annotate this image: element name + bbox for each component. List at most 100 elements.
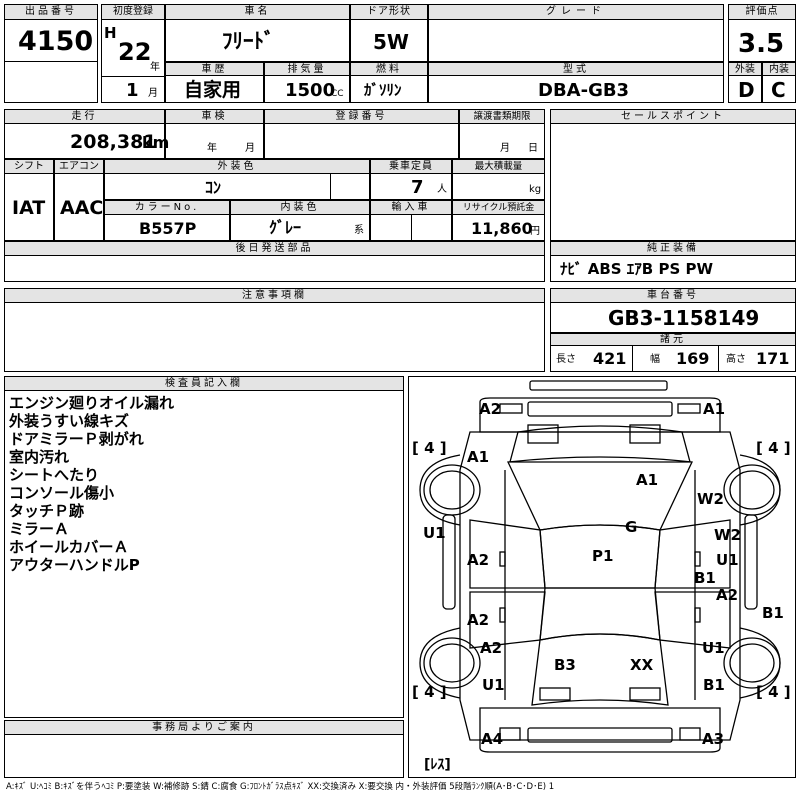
recycle-label: リサイクル預託金 xyxy=(452,200,545,215)
displacement-unit: CC xyxy=(331,89,344,99)
damage-mark: A2 xyxy=(716,586,739,604)
damage-mark: U1 xyxy=(716,551,739,569)
lot-number: 4150 xyxy=(18,26,94,57)
dimensions-label: 諸元 xyxy=(550,333,796,346)
damage-mark: B3 xyxy=(554,656,576,674)
reg-number-label: 登録番号 xyxy=(264,109,459,124)
exterior-grade: D xyxy=(738,78,755,102)
displacement-label: 排気量 xyxy=(264,62,350,76)
length-label: 長さ xyxy=(556,354,576,365)
damage-mark: A2 xyxy=(467,551,490,569)
damage-mark: A1 xyxy=(467,448,490,466)
recycle-unit: 円 xyxy=(530,226,540,237)
damage-mark: U1 xyxy=(482,676,505,694)
max-load-unit: kg xyxy=(529,184,542,195)
door-label: ドア形状 xyxy=(350,4,428,20)
tire-mark: [ 4 ] xyxy=(412,683,447,701)
mileage-label: 走行 xyxy=(4,109,165,124)
color-no-value: B557P xyxy=(139,219,197,238)
capacity-value: 7 xyxy=(411,177,424,198)
shift-value: IAT xyxy=(12,197,46,219)
car-diagram-box xyxy=(408,376,796,778)
import-divider xyxy=(411,215,412,241)
inspector-line: コンソール傷小 xyxy=(9,484,115,502)
inspector-label: 検査員記入欄 xyxy=(4,376,404,391)
aircon-value: AAC xyxy=(60,197,104,219)
inspector-line: ミラーＡ xyxy=(9,520,70,538)
inspection-label: 車検 xyxy=(165,109,264,124)
transfer-day-unit: 日 xyxy=(528,143,538,154)
inspection-month-unit: 月 xyxy=(245,143,255,154)
int-color-value: ｸﾞﾚｰ xyxy=(269,218,302,237)
int-color-label: 内装色 xyxy=(230,200,370,215)
capacity-label: 乗車定員 xyxy=(370,159,452,174)
damage-mark: U1 xyxy=(702,639,725,657)
damage-mark: A1 xyxy=(703,400,726,418)
height-value: 171 xyxy=(756,349,790,368)
damage-mark: A2 xyxy=(467,611,490,629)
damage-mark: XX xyxy=(630,656,654,674)
mileage-unit: km xyxy=(142,133,170,152)
score-label: 評価点 xyxy=(728,4,796,20)
width-label: 幅 xyxy=(650,354,660,365)
inspector-line: エンジン廻りオイル漏れ xyxy=(9,394,175,412)
lot-number-label: 出品番号 xyxy=(4,4,98,20)
damage-mark: W2 xyxy=(714,526,741,544)
ext-color-value: ｺﾝ xyxy=(205,178,222,197)
dim-divider-2 xyxy=(718,346,719,372)
legend: A:ｷｽﾞ U:ﾍｺﾐ B:ｷｽﾞを伴うﾍｺﾐ P:要塗装 W:補修跡 S:錆 … xyxy=(6,782,555,792)
damage-mark: A2 xyxy=(479,400,502,418)
transfer-month-unit: 月 xyxy=(500,143,510,154)
factory-equipment-value: ﾅﾋﾞ ABS ｴｱB PS PW xyxy=(560,260,714,278)
fuel-value: ｶﾞｿﾘﾝ xyxy=(364,81,402,99)
office-label: 事務局よりご案内 xyxy=(4,720,404,735)
mileage-value: 208,381 xyxy=(70,131,157,153)
fuel-label: 燃料 xyxy=(350,62,428,76)
inspector-line: 外装うすい線キズ xyxy=(9,412,130,430)
sales-points-label: セールスポイント xyxy=(550,109,796,124)
dim-divider-1 xyxy=(632,346,633,372)
exterior-grade-label: 外装 xyxy=(728,62,762,76)
registration-year-unit: 年 xyxy=(150,62,160,73)
displacement-value: 1500 xyxy=(285,80,336,101)
grade-label: グレード xyxy=(428,4,724,20)
registration-month: 1 xyxy=(126,80,139,101)
damage-mark: B1 xyxy=(762,604,784,622)
door-type: 5W xyxy=(373,30,409,54)
registration-year: 22 xyxy=(118,38,152,66)
car-name-label: 車名 xyxy=(165,4,350,20)
shift-label: シフト xyxy=(4,159,54,174)
inspector-line: タッチＰ跡 xyxy=(9,502,85,520)
chassis-label: 車台番号 xyxy=(550,288,796,303)
inspector-line: アウターハンドルP xyxy=(9,556,140,574)
tire-mark: [ 4 ] xyxy=(756,439,791,457)
spare-tire-label: [ﾚｽ] xyxy=(424,757,451,773)
chassis-number: GB3-1158149 xyxy=(608,306,760,330)
registration-label: 初度登録 xyxy=(101,4,165,20)
tire-mark: [ 4 ] xyxy=(756,683,791,701)
registration-divider xyxy=(101,76,165,77)
notes-label: 注意事項欄 xyxy=(4,288,545,303)
damage-mark: B1 xyxy=(694,569,716,587)
later-parts-label: 後日発送部品 xyxy=(4,241,545,256)
model-value: DBA-GB3 xyxy=(538,80,630,101)
interior-grade-label: 内装 xyxy=(762,62,796,76)
lot-number-blank xyxy=(4,61,98,103)
factory-equipment-label: 純正装備 xyxy=(550,241,796,256)
width-value: 169 xyxy=(676,349,710,368)
import-label: 輸入車 xyxy=(370,200,452,215)
inspection-year-unit: 年 xyxy=(207,143,217,154)
damage-mark: G xyxy=(625,518,638,536)
transfer-deadline-label: 譲渡書類期限 xyxy=(459,109,545,124)
inspector-line: ドアミラーＰ剥がれ xyxy=(9,430,144,448)
int-color-unit: 系 xyxy=(354,225,364,236)
aircon-label: エアコン xyxy=(54,159,104,174)
damage-mark: A2 xyxy=(480,639,503,657)
interior-grade: C xyxy=(771,78,786,102)
damage-mark: W2 xyxy=(697,490,724,508)
damage-mark: P1 xyxy=(592,547,614,565)
damage-mark: A4 xyxy=(481,730,504,748)
model-label: 型式 xyxy=(428,62,724,76)
registration-month-unit: 月 xyxy=(148,88,158,99)
